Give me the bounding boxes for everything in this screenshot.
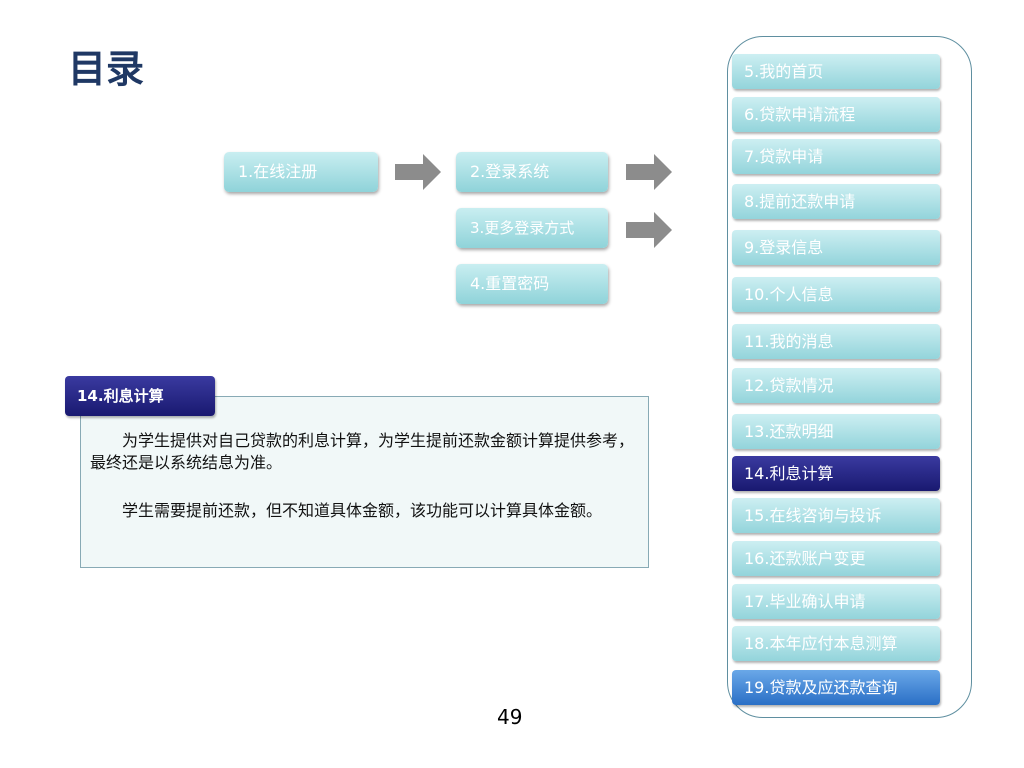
- nav-item-my-home[interactable]: 5.我的首页: [732, 54, 940, 89]
- nav-item-interest-calculation[interactable]: 14.利息计算: [732, 456, 940, 491]
- section-paragraph-1: 为学生提供对自己贷款的利息计算，为学生提前还款金额计算提供参考，最终还是以系统结…: [90, 431, 635, 472]
- nav-item-login-info[interactable]: 9.登录信息: [732, 230, 940, 265]
- flow-login-button[interactable]: 2.登录系统: [456, 152, 608, 192]
- flow-register-button[interactable]: 1.在线注册: [224, 152, 378, 192]
- nav-item-loan-application[interactable]: 7.贷款申请: [732, 139, 940, 174]
- section-content-box: [80, 396, 649, 568]
- right-arrow-icon: [395, 154, 441, 190]
- flow-reset-password-button[interactable]: 4.重置密码: [456, 264, 608, 304]
- section-heading: 14.利息计算: [65, 376, 215, 416]
- nav-item-personal-info[interactable]: 10.个人信息: [732, 277, 940, 312]
- nav-item-my-messages[interactable]: 11.我的消息: [732, 324, 940, 359]
- nav-item-online-consultation[interactable]: 15.在线咨询与投诉: [732, 498, 940, 533]
- section-paragraph-2: 学生需要提前还款，但不知道具体金额，该功能可以计算具体金额。: [122, 501, 603, 520]
- nav-item-repayment-account-change[interactable]: 16.还款账户变更: [732, 541, 940, 576]
- right-arrow-icon: [626, 154, 672, 190]
- nav-item-loan-status[interactable]: 12.贷款情况: [732, 368, 940, 403]
- flow-more-login-button[interactable]: 3.更多登录方式: [456, 208, 608, 248]
- nav-item-repayment-details[interactable]: 13.还款明细: [732, 414, 940, 449]
- nav-item-annual-interest-estimate[interactable]: 18.本年应付本息测算: [732, 626, 940, 661]
- nav-item-graduation-confirmation[interactable]: 17.毕业确认申请: [732, 584, 940, 619]
- nav-item-early-repayment[interactable]: 8.提前还款申请: [732, 184, 940, 219]
- nav-item-loan-repayment-query[interactable]: 19.贷款及应还款查询: [732, 670, 940, 705]
- page-title: 目录: [68, 46, 145, 91]
- nav-item-loan-application-process[interactable]: 6.贷款申请流程: [732, 97, 940, 132]
- page-number: 49: [497, 705, 523, 729]
- right-arrow-icon: [626, 212, 672, 248]
